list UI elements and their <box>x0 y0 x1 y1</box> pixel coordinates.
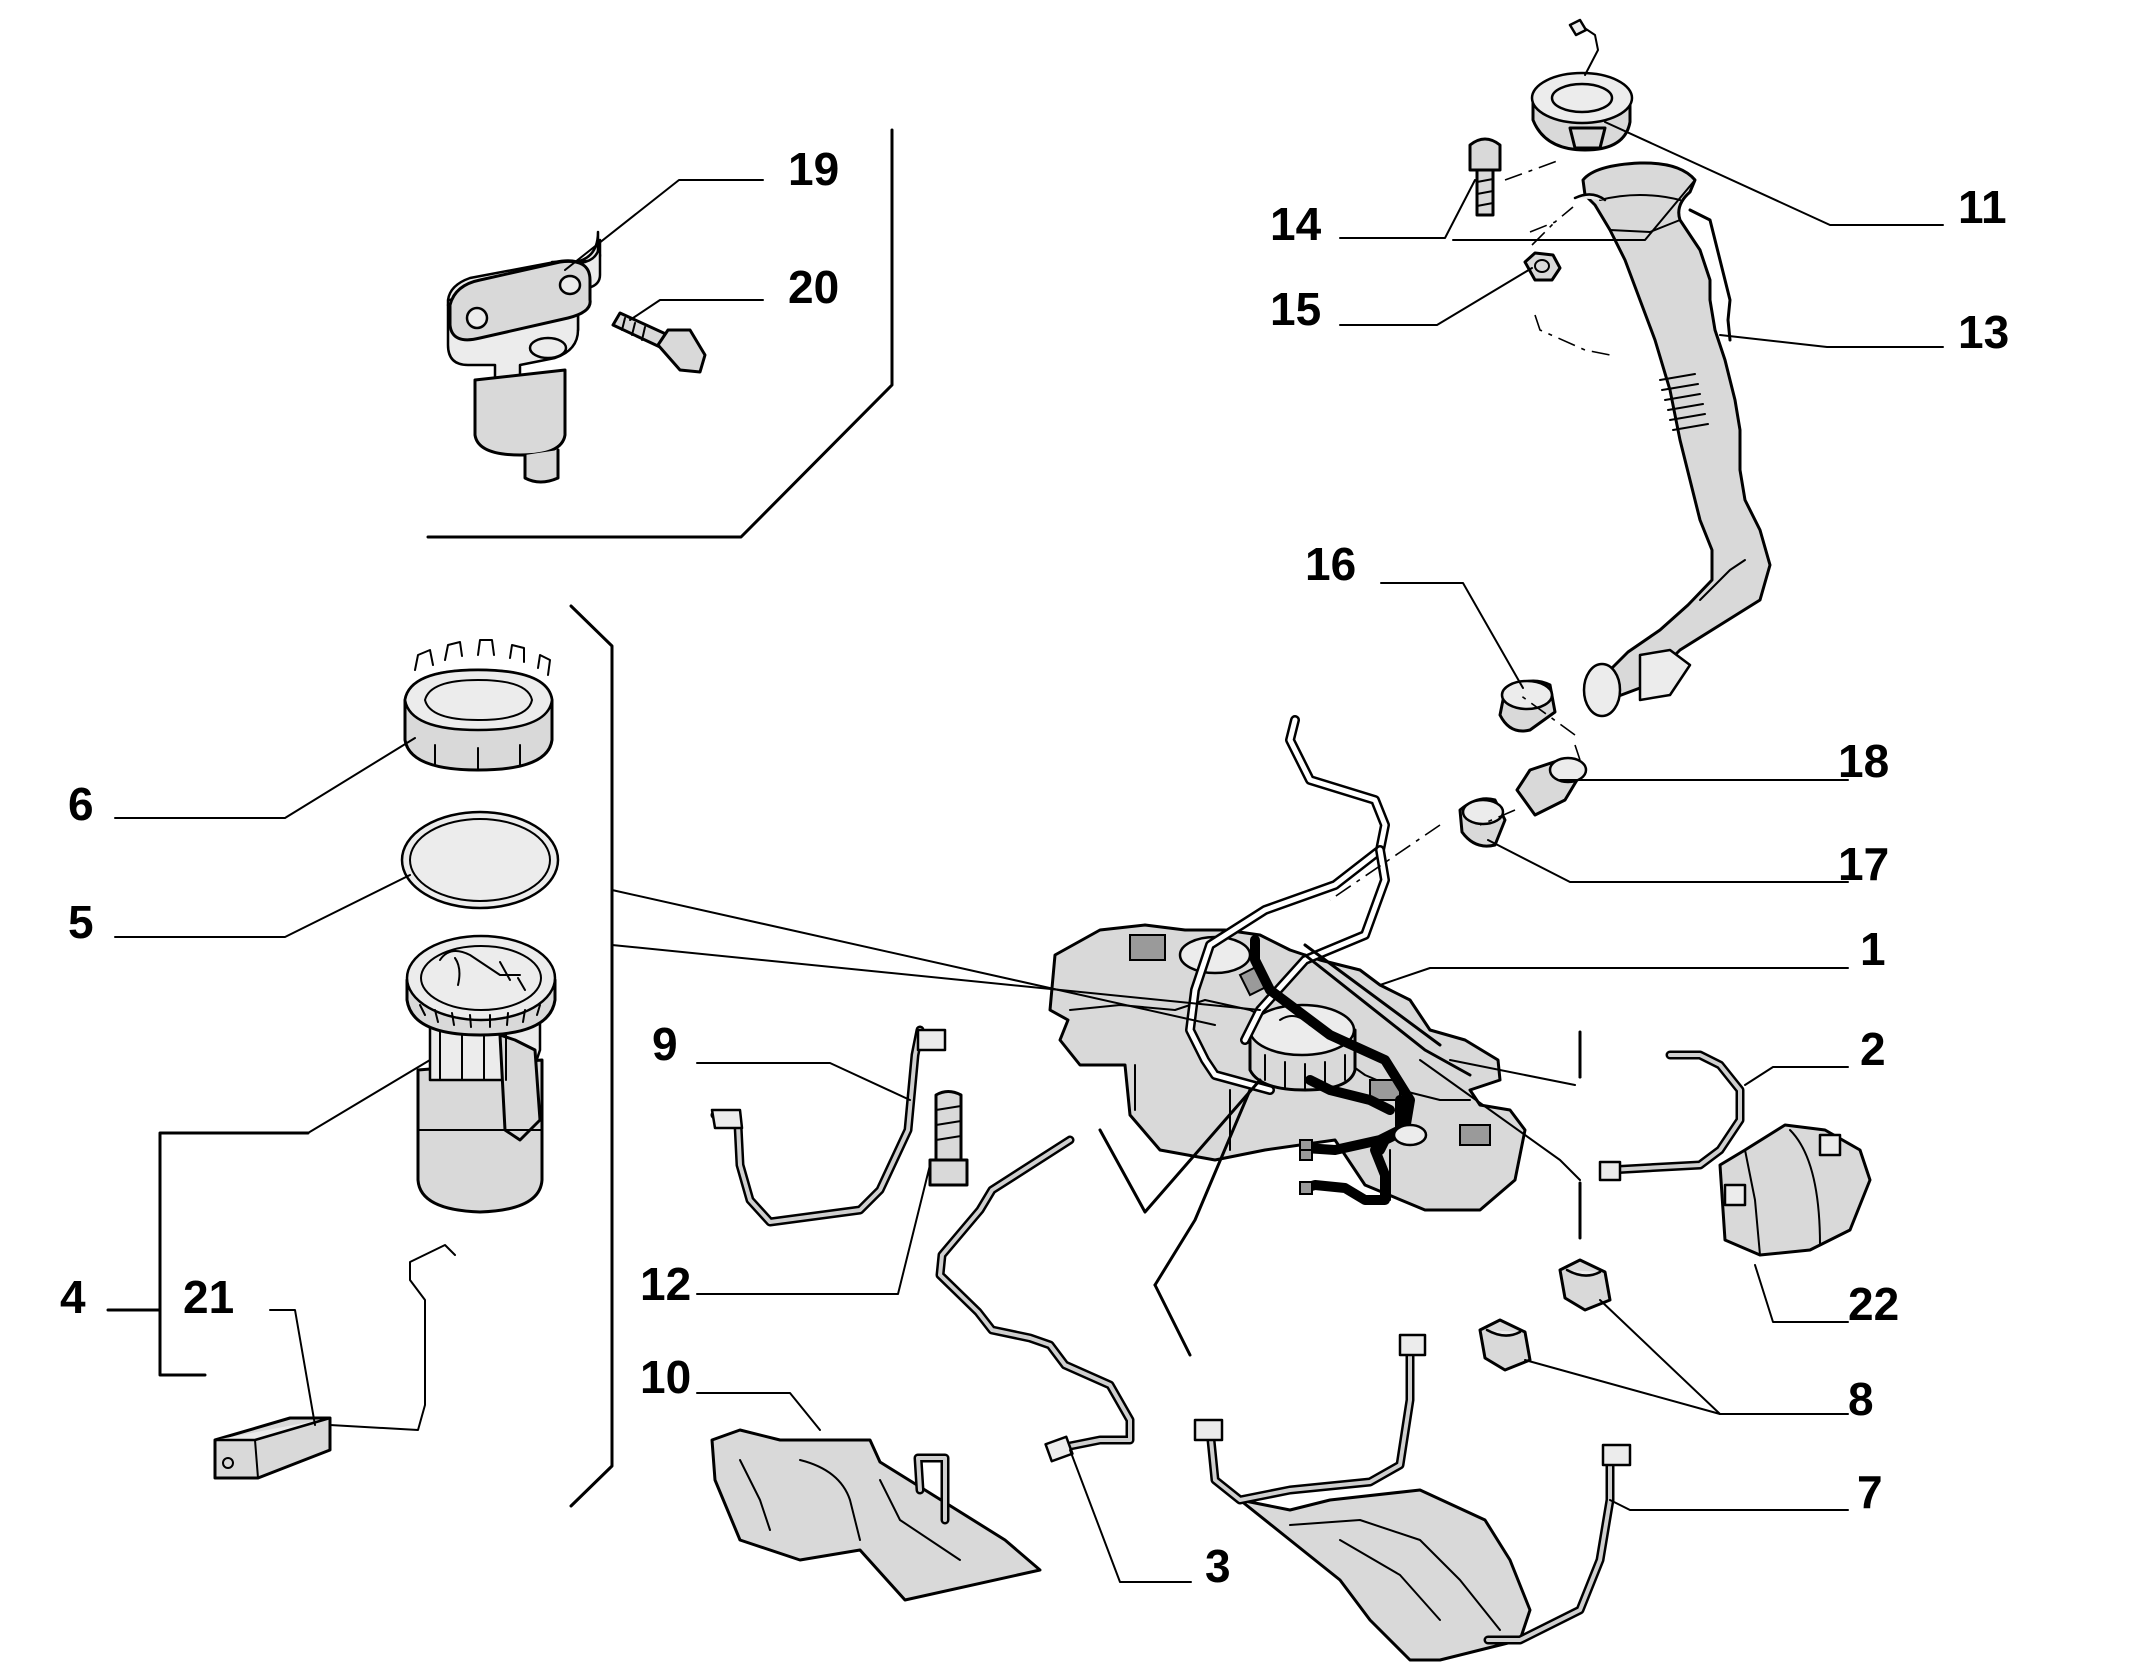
callout-12: 12 <box>640 1258 691 1310</box>
part-17-clamp <box>1458 797 1507 848</box>
callout-21: 21 <box>183 1271 234 1323</box>
callout-4: 4 <box>60 1271 86 1323</box>
part-7-under-shield <box>1193 1333 1632 1662</box>
callout-17: 17 <box>1838 838 1889 890</box>
part-9-strap <box>710 1025 947 1227</box>
callout-20: 20 <box>788 261 839 313</box>
part-4-fuel-pump-module <box>405 934 557 1214</box>
callout-11: 11 <box>1958 181 2007 233</box>
part-13-filler-neck <box>1573 161 1772 718</box>
callout-labels: 19 20 11 14 15 13 16 18 17 1 2 22 8 7 3 … <box>60 143 2009 1592</box>
part-19-bracket <box>446 230 602 484</box>
callout-18: 18 <box>1838 735 1889 787</box>
callout-22: 22 <box>1848 1278 1899 1330</box>
part-21-level-sensor <box>213 1244 456 1480</box>
part-22-shield <box>1718 1123 1872 1257</box>
callout-13: 13 <box>1958 306 2009 358</box>
callout-8: 8 <box>1848 1373 1874 1425</box>
part-1-fuel-tank <box>1048 715 1527 1212</box>
callout-10: 10 <box>640 1351 691 1403</box>
callout-3: 3 <box>1205 1540 1231 1592</box>
callout-19: 19 <box>788 143 839 195</box>
part-10-heat-shield <box>710 1428 1042 1602</box>
callout-9: 9 <box>652 1018 678 1070</box>
part-12-bolt <box>928 1090 969 1187</box>
callout-14: 14 <box>1270 198 1322 250</box>
part-3-pipe <box>935 1135 1135 1463</box>
callout-2: 2 <box>1860 1023 1886 1075</box>
callout-1: 1 <box>1860 923 1886 975</box>
part-16-clamp <box>1498 679 1557 733</box>
part-2-pipe <box>1598 1050 1745 1182</box>
group-bracket-lines <box>106 128 1582 1508</box>
part-18-hose <box>1515 756 1588 817</box>
part-8-clips <box>1478 1258 1612 1372</box>
callout-5: 5 <box>68 896 94 948</box>
callout-6: 6 <box>68 778 94 830</box>
leader-lines <box>114 121 1944 1583</box>
part-5-seal-ring <box>400 810 560 910</box>
part-15-nut <box>1523 251 1562 282</box>
part-14-screw <box>1468 137 1502 217</box>
group-link-lines <box>611 889 1582 1357</box>
part-11-filler-cap <box>1530 18 1634 152</box>
callout-16: 16 <box>1305 538 1356 590</box>
part-20-bolt <box>611 311 707 374</box>
assembly-dash-lines <box>1329 159 1616 901</box>
part-6-locking-ring <box>403 639 554 772</box>
callout-7: 7 <box>1857 1466 1883 1518</box>
callout-15: 15 <box>1270 283 1321 335</box>
